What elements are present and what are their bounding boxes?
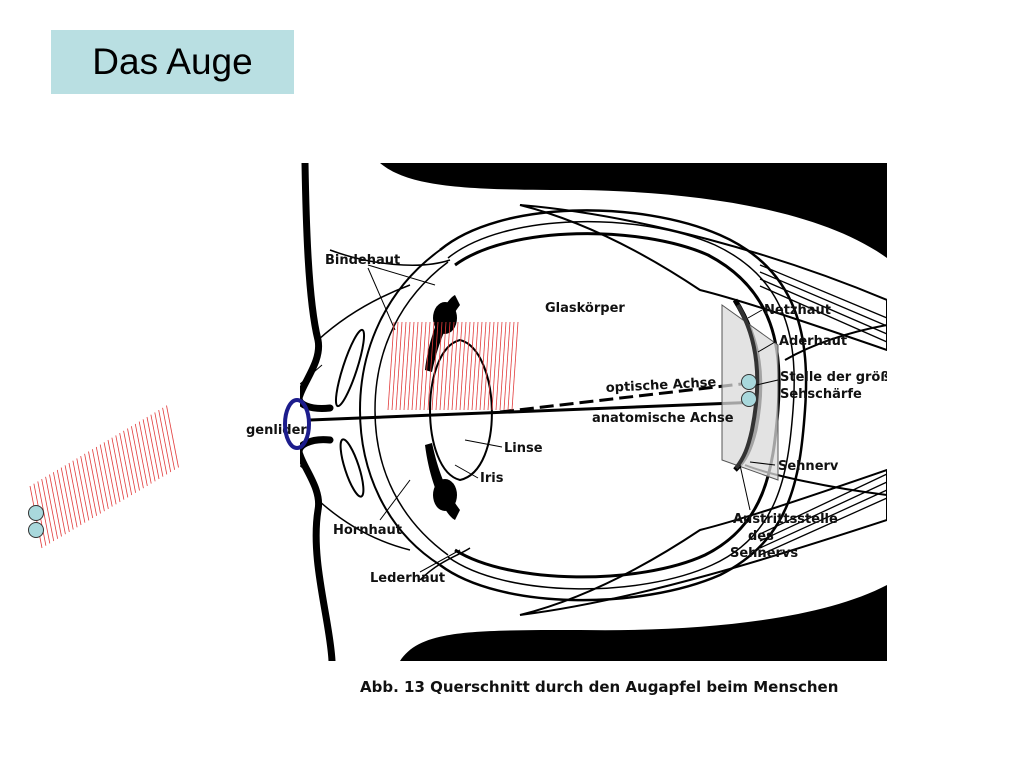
label-iris: Iris — [480, 471, 504, 486]
orbit-top-region — [380, 163, 887, 258]
ciliary-body-upper — [433, 302, 457, 334]
label-aderhaut: Aderhaut — [779, 334, 847, 349]
marker-fovea-upper[interactable] — [741, 374, 757, 390]
label-sehschaerfe: Sehschärfe — [780, 387, 862, 402]
label-des: des — [748, 529, 774, 544]
label-stelle: Stelle der größten — [780, 370, 914, 385]
red-hatch-left-area — [29, 405, 179, 549]
eyeball-outline — [317, 209, 808, 602]
label-bindehaut: Bindehaut — [325, 253, 400, 268]
muscle-striations — [759, 264, 887, 556]
label-lederhaut: Lederhaut — [370, 571, 445, 586]
anatomical-axis — [309, 400, 761, 422]
label-optische-achse: optische Achse — [605, 375, 716, 396]
label-sehnervs: Sehnervs — [730, 546, 798, 561]
eye-illustration: Bindehaut Glaskörper Netzhaut Aderhaut S… — [300, 163, 914, 661]
ciliary-body-lower — [433, 479, 457, 511]
lower-eye-muscle — [519, 468, 887, 616]
label-linse: Linse — [504, 441, 543, 456]
marker-fovea-lower[interactable] — [741, 391, 757, 407]
red-hatch-lens-area — [387, 321, 519, 411]
marker-left-upper[interactable] — [28, 505, 44, 521]
marker-left-lower[interactable] — [28, 522, 44, 538]
figure-caption: Abb. 13 Querschnitt durch den Augapfel b… — [360, 678, 838, 696]
upper-eye-muscle — [519, 204, 887, 352]
slide-title: Das Auge — [51, 30, 294, 94]
label-glaskoerper: Glaskörper — [545, 301, 625, 316]
highlight-ellipse — [283, 398, 311, 450]
leader-lines — [300, 264, 779, 573]
orbit-bottom-region — [400, 585, 887, 661]
retina-layer-front — [734, 304, 760, 470]
label-anatomische-achse: anatomische Achse — [592, 411, 734, 426]
eyelid-profile — [300, 163, 336, 661]
label-sehnerv: Sehnerv — [778, 459, 839, 474]
label-austrittsstelle: Austrittsstelle — [733, 512, 838, 527]
optical-axis — [499, 381, 751, 414]
label-hornhaut: Hornhaut — [333, 523, 402, 538]
label-netzhaut: Netzhaut — [764, 303, 831, 318]
tarsal-glands — [334, 328, 366, 498]
label-augenlider: genlider — [246, 423, 307, 438]
